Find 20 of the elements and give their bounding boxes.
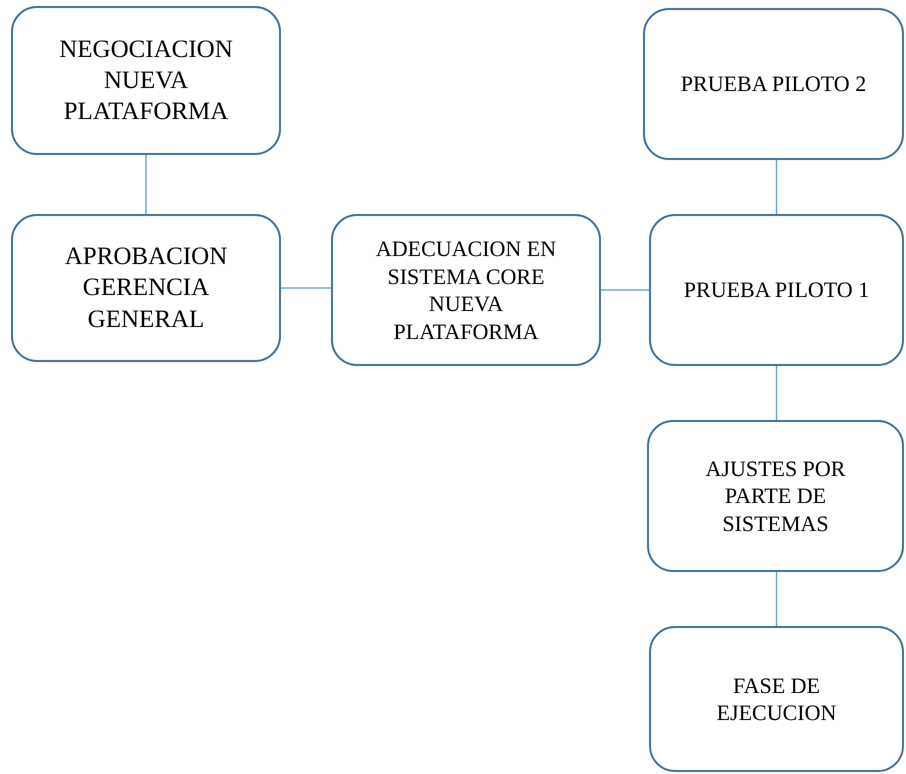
- box-label: APROBACION GERENCIA GENERAL: [64, 242, 228, 335]
- box-label: NEGOCIACION NUEVA PLATAFORMA: [58, 34, 234, 128]
- box-label: PRUEBA PILOTO 2: [680, 70, 866, 98]
- box-label: PRUEBA PILOTO 1: [684, 276, 870, 304]
- connector-line: [281, 287, 331, 289]
- connector-line: [145, 155, 147, 214]
- process-box: [643, 8, 904, 160]
- box-label: FASE DE EJECUCION: [716, 672, 838, 726]
- box-label: ADECUACION EN SISTEMA CORE NUEVA PLATAFORMA: [374, 235, 558, 345]
- process-box: [647, 420, 904, 572]
- process-box: [649, 626, 904, 772]
- process-box: [11, 214, 281, 362]
- connector-line: [601, 289, 649, 291]
- process-box: [331, 214, 601, 366]
- box-label: AJUSTES POR PARTE DE SISTEMAS: [704, 454, 846, 538]
- process-box: [649, 214, 904, 366]
- connector-line: [776, 572, 778, 626]
- connector-line: [776, 366, 778, 420]
- process-box: [11, 6, 281, 155]
- connector-line: [776, 160, 778, 214]
